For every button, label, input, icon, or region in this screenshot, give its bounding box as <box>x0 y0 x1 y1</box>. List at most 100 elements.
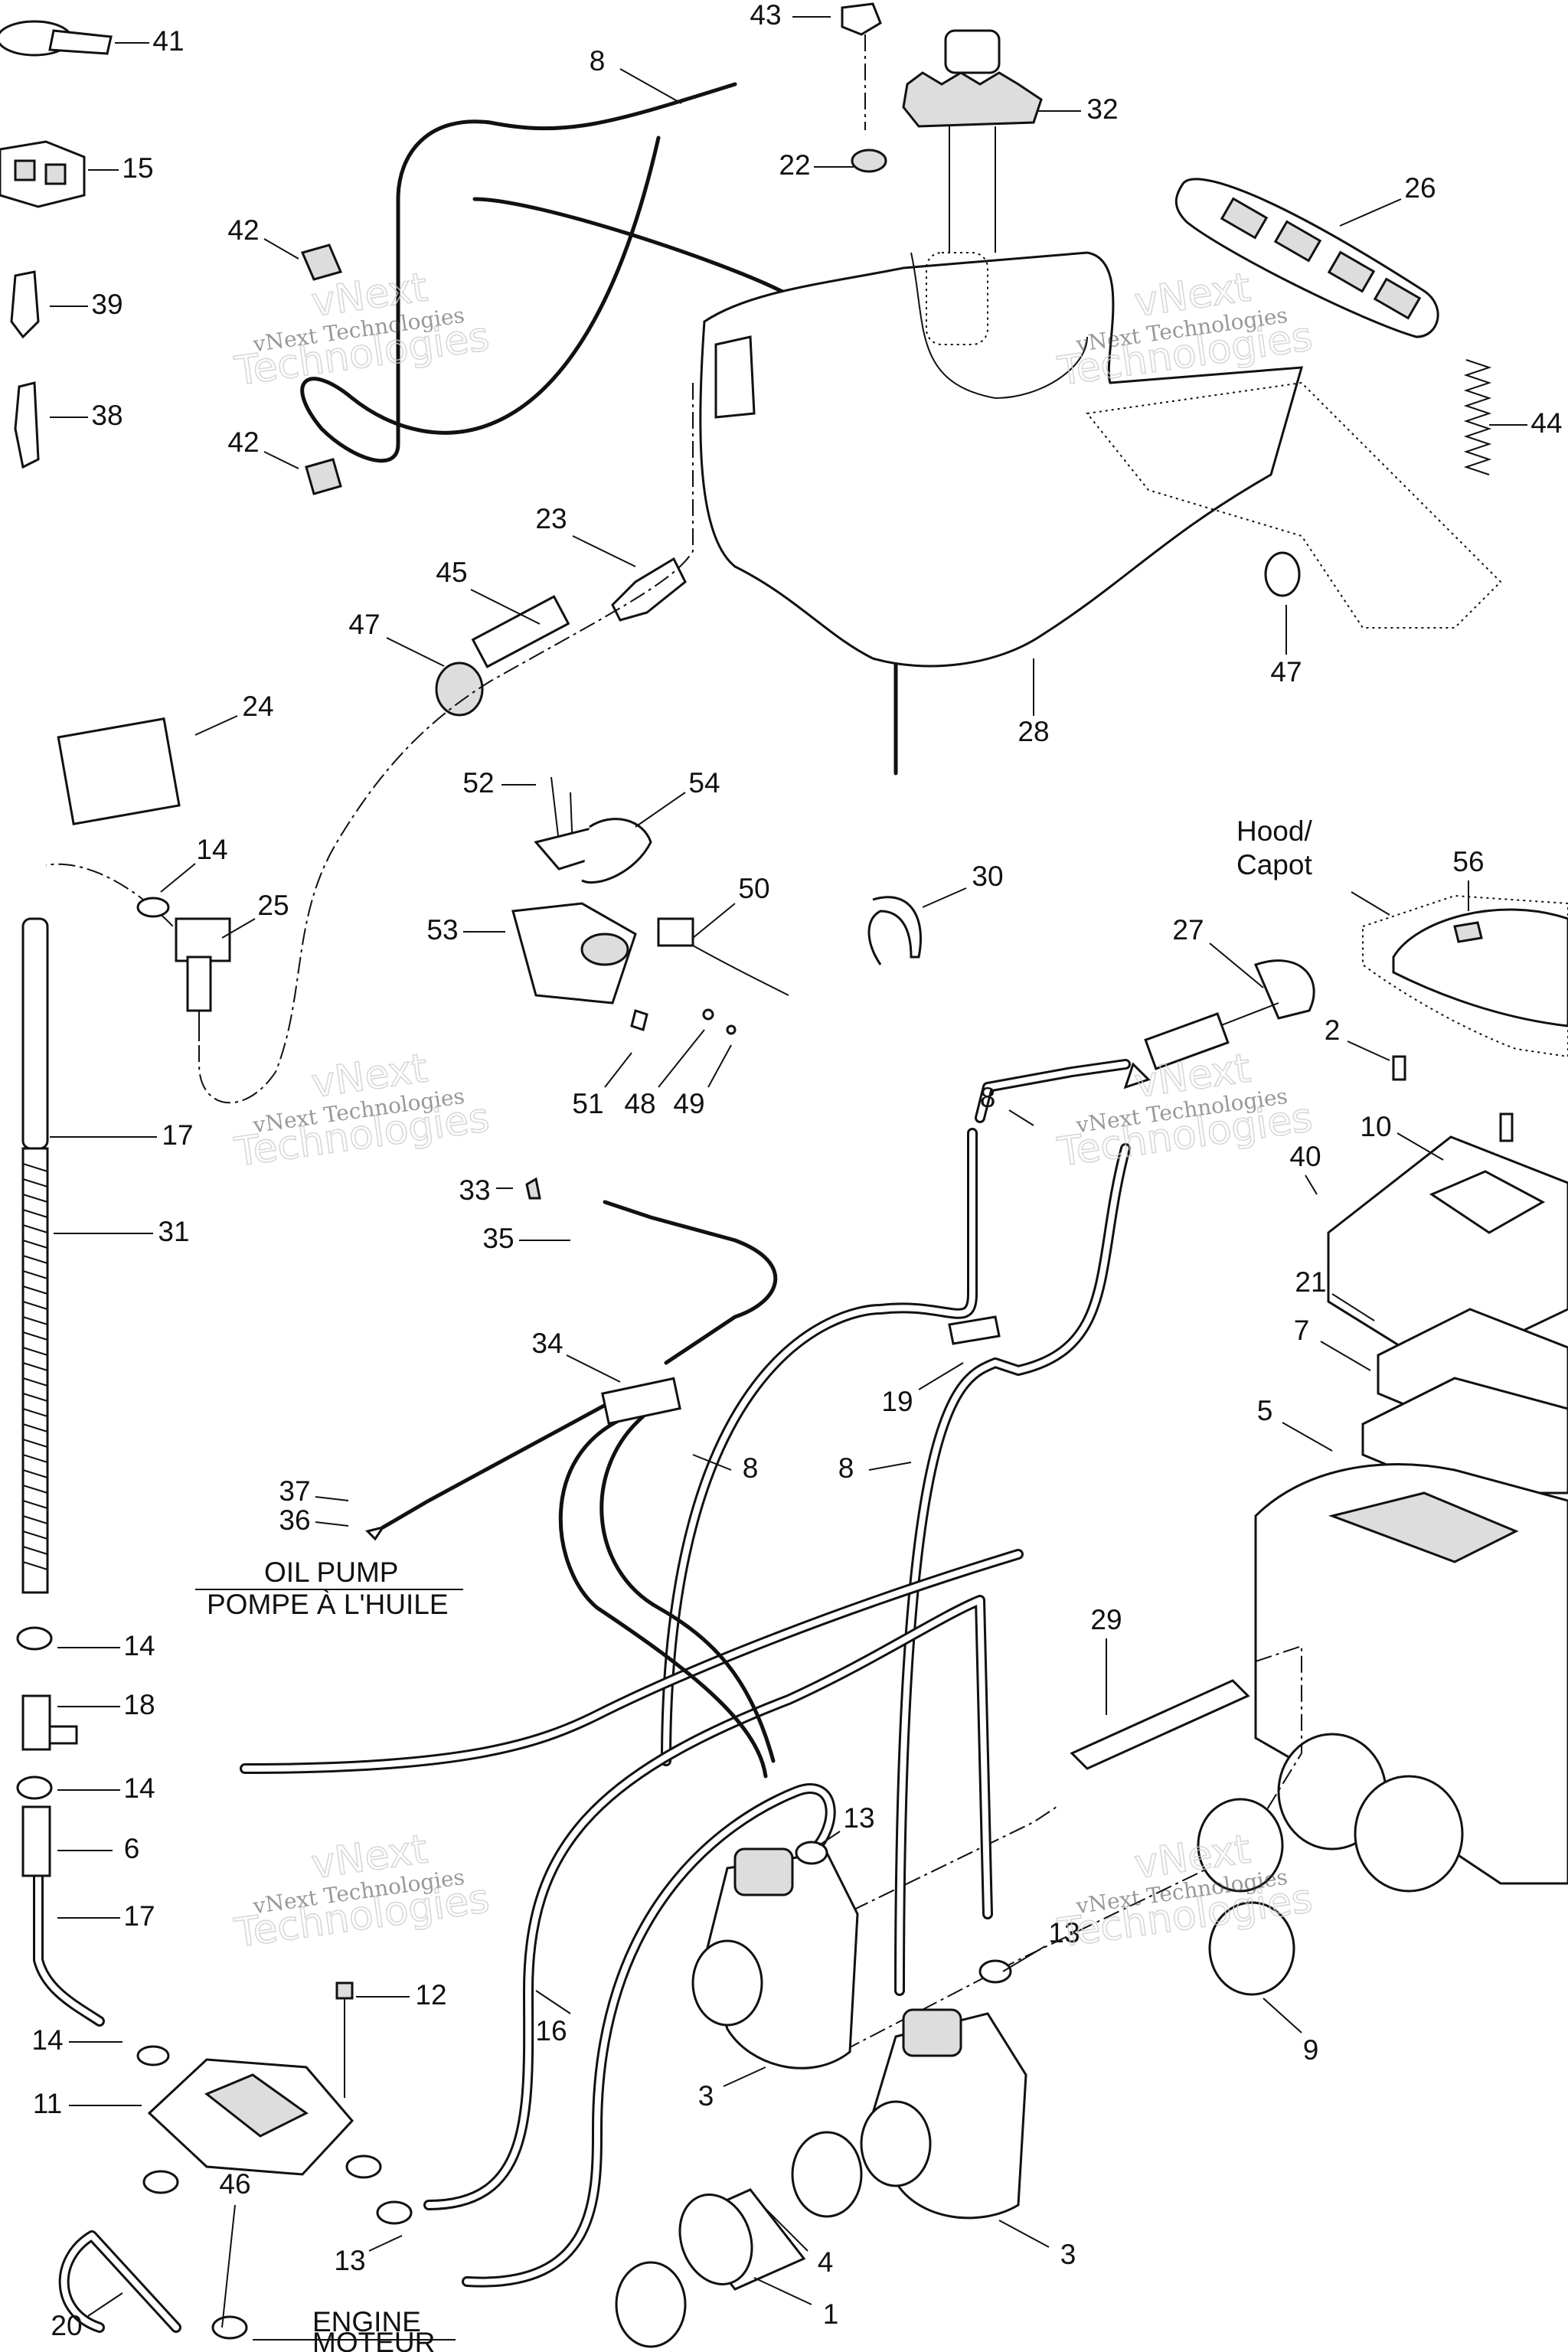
callout-c31: 31 <box>158 1216 189 1247</box>
callout-c52: 52 <box>462 767 494 799</box>
callout-c14c: 14 <box>123 1772 155 1804</box>
callout-c13b: 13 <box>1048 1917 1080 1949</box>
callout-c26: 26 <box>1404 172 1436 204</box>
cable-clip-part <box>867 896 922 965</box>
callout-c43: 43 <box>750 0 781 31</box>
callout-c14b: 14 <box>123 1630 155 1661</box>
callout-c36: 36 <box>279 1504 310 1536</box>
primer-part <box>1123 959 1315 1089</box>
callout-c3a: 3 <box>698 2080 714 2112</box>
elbow-fitting <box>841 2 882 36</box>
fuel-pump-part <box>136 1981 413 2340</box>
callout-c22: 22 <box>779 149 810 181</box>
leader-line-c24 <box>194 715 238 736</box>
leader-line-c2 <box>1347 1040 1390 1061</box>
callout-c37: 37 <box>279 1475 310 1507</box>
leader-line-c23 <box>572 535 636 567</box>
callout-c19: 19 <box>881 1386 913 1417</box>
callout-c39: 39 <box>91 289 122 320</box>
callout-c5: 5 <box>1257 1395 1273 1426</box>
callout-c25: 25 <box>257 890 289 921</box>
leader-line-c16 <box>535 1990 571 2014</box>
leader-line-c42a <box>263 238 299 260</box>
callout-c24: 24 <box>242 691 273 722</box>
callout-c56: 56 <box>1452 846 1484 877</box>
leader-line-c13b <box>1002 1945 1046 1972</box>
callout-c8b: 8 <box>980 1082 996 1113</box>
callout-c10: 10 <box>1360 1111 1391 1142</box>
callout-c40: 40 <box>1289 1141 1321 1172</box>
callout-c4: 4 <box>818 2246 834 2278</box>
leader-line-c8a <box>619 68 682 104</box>
leader-line-c7 <box>1320 1341 1371 1371</box>
leader-line-c10 <box>1396 1132 1444 1161</box>
leader-line-c14a <box>160 863 196 893</box>
callout-c30: 30 <box>972 861 1003 892</box>
callout-c42b: 42 <box>227 426 259 458</box>
terminal-part <box>10 270 40 339</box>
engine-caption-line2: MOTEUR <box>312 2327 435 2352</box>
callout-c48: 48 <box>624 1088 655 1119</box>
callout-c46: 46 <box>219 2168 250 2200</box>
callout-c17b: 17 <box>123 1900 155 1932</box>
leader-line-c1 <box>753 2277 812 2305</box>
engine-caption-line1: ENGINE <box>312 2306 421 2337</box>
hood-part <box>1362 894 1568 1142</box>
fuel-tank-part <box>699 251 1304 668</box>
leader-line-c8d <box>868 1462 912 1471</box>
callout-c54: 54 <box>688 767 720 799</box>
leader-line-c26 <box>1339 198 1402 227</box>
callout-c44: 44 <box>1530 407 1562 439</box>
leader-line-c50 <box>692 903 736 939</box>
leader-line-c40 <box>1305 1174 1318 1195</box>
tank-strap-part <box>1174 178 1439 338</box>
clamp-13a <box>795 1841 828 1865</box>
leader-line-c47a <box>386 637 445 667</box>
callout-c18: 18 <box>123 1689 155 1720</box>
tee-fitting-left <box>16 1626 78 1877</box>
callout-c34: 34 <box>531 1328 563 1359</box>
carburetor-part-2 <box>860 2008 1027 2220</box>
leader-line-c3a <box>723 2066 766 2087</box>
callout-c51: 51 <box>572 1088 603 1119</box>
callout-c47b: 47 <box>1270 656 1302 688</box>
throttle-switch-group <box>511 776 789 1035</box>
callout-c28: 28 <box>1018 716 1049 747</box>
dashed-route-right <box>749 1645 1302 2069</box>
callout-c29: 29 <box>1090 1604 1122 1635</box>
leader-line-c54 <box>635 792 686 828</box>
carburetor-part <box>691 1847 859 2069</box>
callout-c9: 9 <box>1303 2034 1319 2066</box>
callout-c23: 23 <box>535 503 567 534</box>
callout-c47a: 47 <box>348 609 380 640</box>
callout-c32: 32 <box>1086 93 1118 125</box>
leader-line-c51 <box>604 1052 632 1088</box>
leader-line-c45 <box>470 589 541 625</box>
connector-part <box>0 140 86 208</box>
callout-c13c: 13 <box>334 2245 365 2276</box>
leader-line-c25 <box>221 918 256 939</box>
leader-line-c30 <box>922 887 967 908</box>
leader-line-c34 <box>566 1354 621 1383</box>
callout-c2: 2 <box>1325 1014 1341 1046</box>
leader-line-c8c <box>692 1454 732 1471</box>
leader-line-c46 <box>221 2204 236 2328</box>
shutoff-valve-part <box>136 897 231 1041</box>
callout-c45: 45 <box>436 557 467 588</box>
callout-c33: 33 <box>459 1174 490 1206</box>
leader-line-c8b <box>1008 1109 1034 1126</box>
leader-line-c19 <box>918 1362 964 1390</box>
intake-boot-2 <box>1208 1901 1295 1996</box>
leader-line-c5 <box>1282 1422 1333 1452</box>
hose-bundle <box>33 1059 1131 2333</box>
leader-line-c9 <box>1263 1998 1302 2034</box>
leader-line-c49 <box>707 1044 732 1088</box>
leader-line-c4 <box>765 2208 808 2252</box>
leader-line-c42b <box>263 451 299 469</box>
callout-c50: 50 <box>738 873 769 904</box>
leader-line-c21 <box>1331 1293 1375 1321</box>
clip-part-2 <box>305 458 342 495</box>
